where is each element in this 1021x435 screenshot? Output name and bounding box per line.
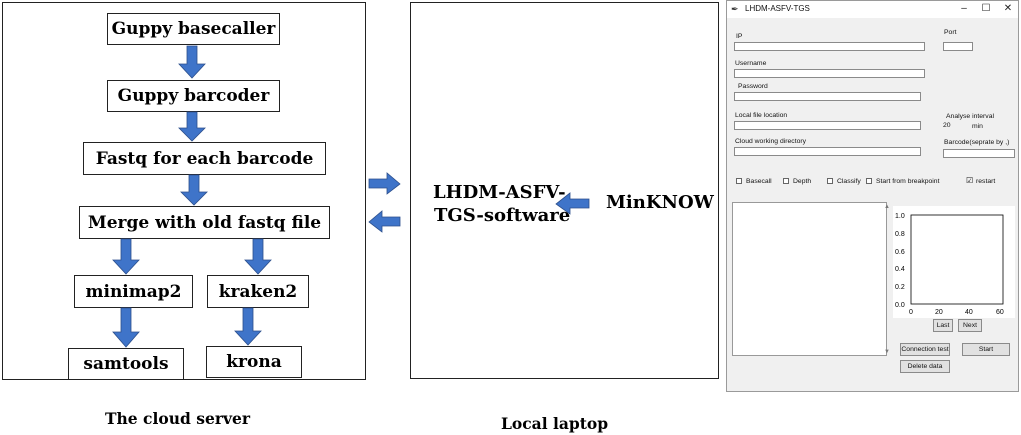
basecall-label: Basecall bbox=[746, 178, 772, 185]
arrow-left-icon bbox=[555, 192, 590, 215]
y-tick-label: 1.0 bbox=[895, 213, 905, 220]
software-label-line1: LHDM-ASFV- bbox=[433, 182, 566, 203]
arrow-down-icon bbox=[234, 307, 262, 346]
local-laptop-panel bbox=[410, 2, 719, 379]
delete-data-button[interactable]: Delete data bbox=[900, 360, 950, 373]
arrow-right-icon bbox=[368, 172, 401, 195]
node-guppy-barcoder: Guppy barcoder bbox=[107, 80, 280, 112]
node-fastq-each-barcode: Fastq for each barcode bbox=[83, 142, 326, 175]
y-tick-label: 0.4 bbox=[895, 266, 905, 273]
scroll-up-icon[interactable]: ▲ bbox=[884, 204, 890, 210]
depth-checkbox[interactable] bbox=[783, 178, 789, 184]
connection-test-button[interactable]: Connection test bbox=[900, 343, 950, 356]
arrow-down-icon bbox=[178, 111, 206, 142]
cloud-server-caption: The cloud server bbox=[105, 409, 251, 428]
local-file-field[interactable] bbox=[734, 121, 921, 130]
next-button[interactable]: Next bbox=[958, 319, 982, 332]
barcode-label: Barcode(seprate by ,) bbox=[944, 139, 1010, 146]
arrow-down-icon bbox=[112, 238, 140, 275]
arrow-down-icon bbox=[178, 45, 206, 79]
minimize-button[interactable]: – bbox=[961, 3, 967, 14]
x-tick-label: 0 bbox=[909, 309, 913, 316]
y-tick-label: 0.6 bbox=[895, 249, 905, 256]
restart-label: restart bbox=[976, 178, 996, 185]
username-field[interactable] bbox=[734, 69, 925, 78]
classify-label: Classify bbox=[837, 178, 861, 185]
title-bar: ✒ LHDM-ASFV-TGS – ☐ ✕ bbox=[727, 1, 1018, 18]
window-title: LHDM-ASFV-TGS bbox=[745, 4, 810, 13]
start-button[interactable]: Start bbox=[962, 343, 1010, 356]
arrow-down-icon bbox=[244, 238, 272, 275]
close-button[interactable]: ✕ bbox=[1003, 3, 1013, 14]
app-window: ✒ LHDM-ASFV-TGS – ☐ ✕ IP Port Username P… bbox=[726, 0, 1019, 392]
x-tick-label: 20 bbox=[935, 309, 943, 316]
y-tick-label: 0.2 bbox=[895, 284, 905, 291]
port-label: Port bbox=[944, 29, 957, 36]
port-field[interactable] bbox=[943, 42, 973, 51]
y-tick-label: 0.0 bbox=[895, 302, 905, 309]
node-samtools: samtools bbox=[68, 348, 184, 380]
node-minimap2: minimap2 bbox=[74, 275, 193, 308]
y-tick-label: 0.8 bbox=[895, 231, 905, 238]
node-kraken2: kraken2 bbox=[207, 275, 309, 308]
x-tick-label: 60 bbox=[996, 309, 1004, 316]
scroll-down-icon[interactable]: ▼ bbox=[884, 349, 890, 355]
password-field[interactable] bbox=[734, 92, 921, 101]
breakpoint-label: Start from breakpoint bbox=[876, 178, 940, 185]
barcode-field[interactable] bbox=[943, 149, 1015, 158]
cloud-dir-field[interactable] bbox=[734, 147, 921, 156]
arrow-down-icon bbox=[112, 307, 140, 348]
breakpoint-checkbox[interactable] bbox=[866, 178, 872, 184]
restart-checkbox[interactable]: ☑ bbox=[966, 176, 974, 185]
username-label: Username bbox=[735, 60, 767, 67]
depth-label: Depth bbox=[793, 178, 812, 185]
cloud-dir-label: Cloud working directory bbox=[735, 138, 807, 145]
node-merge-fastq: Merge with old fastq file bbox=[79, 206, 330, 239]
software-label-line2: TGS-software bbox=[434, 205, 571, 226]
local-file-label: Local file location bbox=[735, 112, 788, 119]
node-krona: krona bbox=[206, 346, 302, 378]
classify-checkbox[interactable] bbox=[827, 178, 833, 184]
analyse-interval-unit: min bbox=[972, 123, 983, 130]
analyse-interval-value[interactable]: 20 bbox=[943, 122, 951, 129]
ip-field[interactable] bbox=[734, 42, 925, 51]
empty-plot: 1.0 0.8 0.6 0.4 0.2 0.0 0 20 40 60 bbox=[893, 206, 1015, 318]
ip-label: IP bbox=[736, 33, 743, 40]
minknow-label: MinKNOW bbox=[606, 192, 714, 213]
maximize-button[interactable]: ☐ bbox=[981, 3, 991, 14]
feather-icon: ✒ bbox=[731, 4, 739, 14]
arrow-left-icon bbox=[368, 210, 401, 233]
x-tick-label: 40 bbox=[965, 309, 973, 316]
local-laptop-caption: Local laptop bbox=[501, 414, 609, 433]
basecall-checkbox[interactable] bbox=[736, 178, 742, 184]
arrow-down-icon bbox=[180, 174, 208, 206]
password-label: Password bbox=[738, 83, 768, 90]
node-guppy-basecaller: Guppy basecaller bbox=[107, 13, 280, 45]
log-textarea[interactable] bbox=[732, 202, 887, 356]
analyse-interval-label: Analyse interval bbox=[946, 113, 994, 120]
last-button[interactable]: Last bbox=[933, 319, 953, 332]
